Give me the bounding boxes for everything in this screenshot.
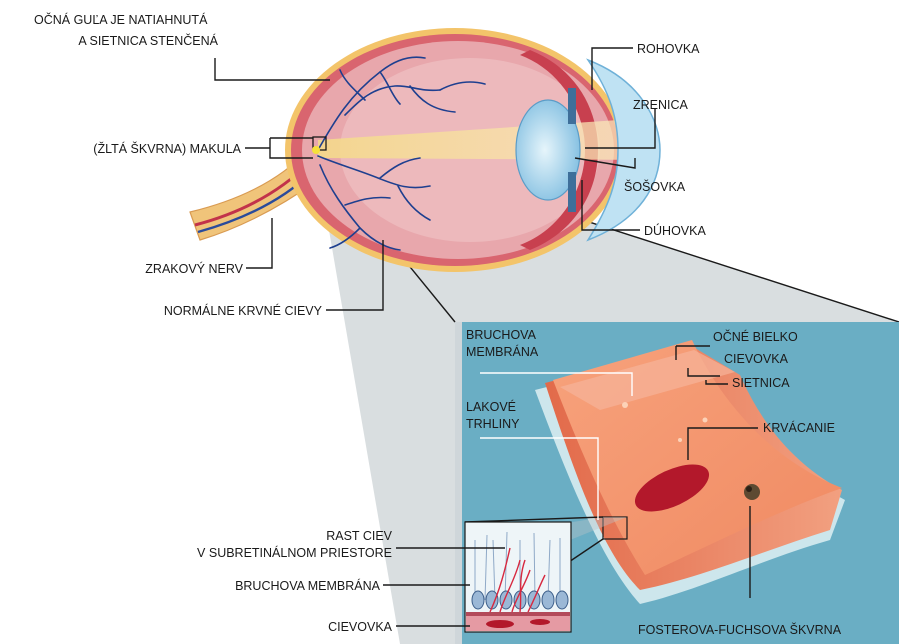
subretinal-inset: [465, 522, 571, 632]
label-choroid: CIEVOVKA: [724, 352, 789, 366]
label-fuchs-spot: FOSTEROVA-FUCHSOVA ŠKVRNA: [638, 622, 842, 637]
label-lens: ŠOŠOVKA: [624, 179, 686, 194]
label-elongated-2: A SIETNICA STENČENÁ: [78, 33, 218, 48]
label-macula: (ŽLTÁ ŠKVRNA) MAKULA: [93, 141, 241, 156]
label-lacquer-1: LAKOVÉ: [466, 399, 516, 414]
label-cornea: ROHOVKA: [637, 42, 700, 56]
label-iris: DÚHOVKA: [644, 223, 706, 238]
macula-spot: [312, 146, 320, 154]
label-bruch-2: MEMBRÁNA: [466, 344, 539, 359]
iris-lower: [568, 172, 576, 212]
label-hemorrhage: KRVÁCANIE: [763, 420, 835, 435]
label-growth-2: V SUBRETINÁLNOM PRIESTORE: [197, 545, 392, 560]
iris: [568, 88, 576, 124]
label-normal-vessels: NORMÁLNE KRVNÉ CIEVY: [164, 303, 323, 318]
label-pupil: ZRENICA: [633, 98, 689, 112]
label-choroid-bottom: CIEVOVKA: [328, 620, 393, 634]
label-retina: SIETNICA: [732, 376, 790, 390]
label-elongated-1: OČNÁ GUĽA JE NATIAHNUTÁ: [34, 12, 208, 27]
label-growth-1: RAST CIEV: [326, 529, 392, 543]
label-optic-nerve: ZRAKOVÝ NERV: [145, 261, 243, 276]
label-bruch-membrane: BRUCHOVA MEMBRÁNA: [235, 578, 381, 593]
fuchs-spot: [744, 484, 760, 500]
label-bruch-1: BRUCHOVA: [466, 328, 537, 342]
label-lacquer-2: TRHLINY: [466, 417, 520, 431]
label-sclera: OČNÉ BIELKO: [713, 329, 798, 344]
